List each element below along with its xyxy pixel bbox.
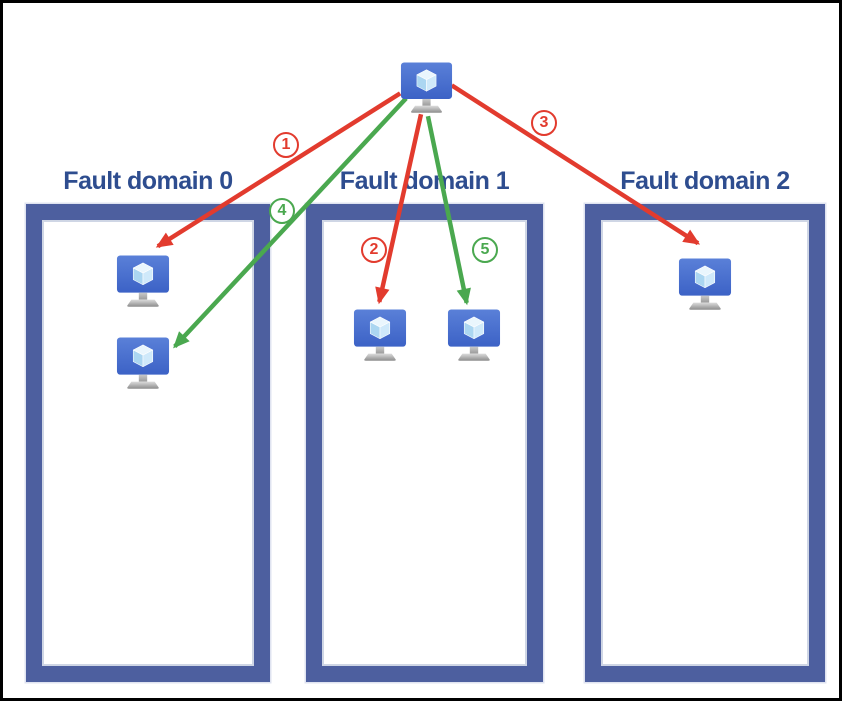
fault-domain-0-label: Fault domain 0 — [63, 167, 233, 195]
fault-domain-0-vm-1-icon — [115, 255, 171, 308]
fault-domain-1-vm-2-icon — [446, 309, 502, 362]
source-vm-icon — [399, 62, 454, 114]
fault-domain-2-label: Fault domain 2 — [620, 167, 790, 195]
step-4-badge: 4 — [269, 198, 295, 224]
step-3-number: 3 — [539, 114, 549, 131]
step-1-number: 1 — [281, 136, 291, 153]
step-3-badge: 3 — [531, 110, 557, 136]
fault-domain-1-box — [306, 204, 543, 682]
step-5-badge: 5 — [472, 237, 498, 263]
fault-domain-2-box — [585, 204, 825, 682]
step-1-badge: 1 — [273, 132, 299, 158]
fault-domain-1-vm-1-icon — [352, 309, 408, 362]
step-4-number: 4 — [277, 202, 287, 219]
step-5-number: 5 — [480, 241, 490, 258]
step-2-number: 2 — [369, 241, 379, 258]
fault-domain-2-vm-1-icon — [677, 258, 733, 311]
step-2-badge: 2 — [361, 237, 387, 263]
fault-domain-1-label: Fault domain 1 — [339, 167, 510, 195]
fault-domain-0-vm-2-icon — [115, 337, 171, 390]
